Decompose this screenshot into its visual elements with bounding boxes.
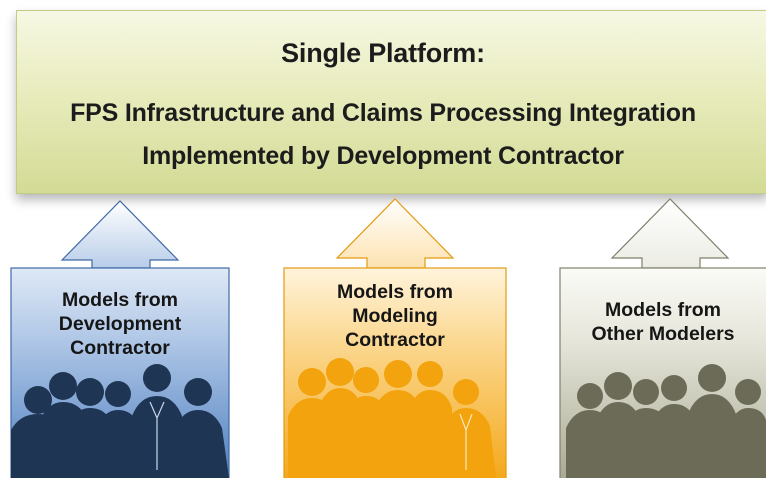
box-label-development: Models from Development Contractor — [11, 288, 229, 360]
box-label-line2: Modeling — [352, 305, 438, 327]
platform-title: Single Platform: — [281, 38, 485, 68]
box-label-line1: Models from — [337, 281, 453, 303]
people-silhouette-other — [566, 364, 766, 478]
box-label-modeling: Models from Modeling Contractor — [284, 280, 506, 352]
platform-box — [16, 10, 766, 194]
platform-subtitle-line2: Implemented by Development Contractor — [142, 142, 624, 170]
people-silhouette-modeling — [288, 358, 496, 478]
box-label-line1: Models from — [605, 299, 721, 321]
platform-subtitle-line1: FPS Infrastructure and Claims Processing… — [70, 99, 696, 127]
box-label-line2: Development — [58, 313, 182, 335]
box-label-line3: Contractor — [345, 329, 445, 351]
box-label-line2: Other Modelers — [591, 323, 735, 345]
box-label-line1: Models from — [62, 289, 178, 311]
suit-details-modeling — [459, 413, 473, 470]
box-label-line3: Contractor — [70, 337, 170, 359]
box-label-other: Models from Other Modelers — [560, 298, 766, 346]
suit-details-development — [149, 401, 165, 470]
